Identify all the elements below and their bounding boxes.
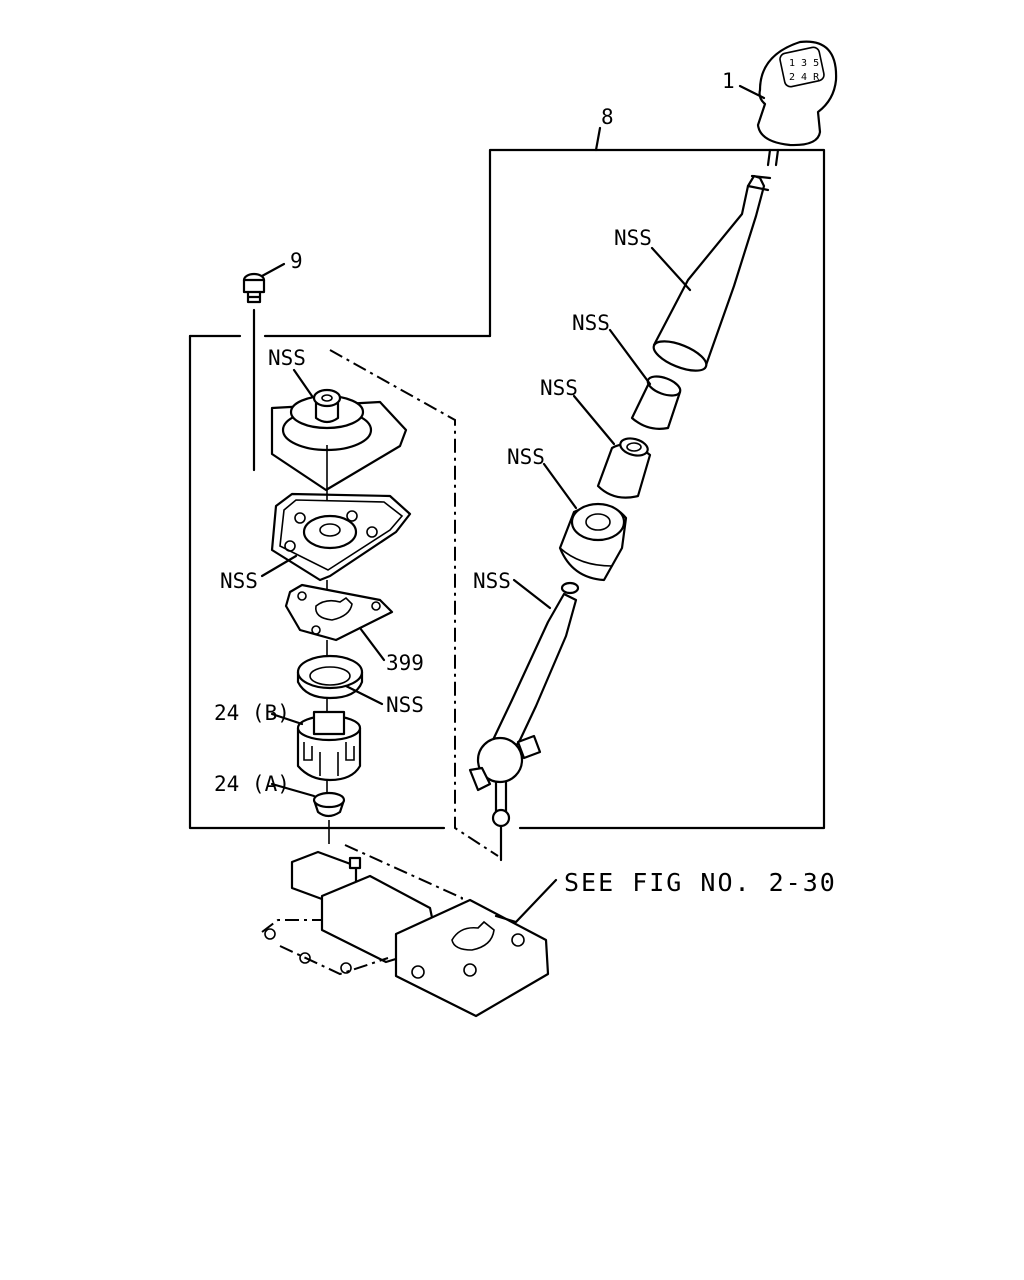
bushing-middle: [596, 437, 652, 499]
shift-boot: [270, 388, 408, 492]
lower-housing: [261, 850, 550, 1018]
label-part-24a: 24 (A): [214, 772, 290, 796]
shift-lever-lower: [468, 581, 580, 862]
gasket: [270, 472, 412, 582]
label-bushing-3: NSS: [507, 445, 545, 469]
assembly-outline: [188, 148, 826, 830]
label-knob: 1: [722, 69, 735, 93]
label-lever-lower: NSS: [473, 569, 511, 593]
label-lever-upper: NSS: [614, 226, 652, 250]
bushing-lower: [558, 502, 628, 582]
part-24a: [312, 780, 346, 844]
label-assembly: 8: [601, 105, 614, 129]
svg-text:2 4 R: 2 4 R: [789, 72, 820, 83]
leader-lines: [260, 84, 766, 924]
label-boot: NSS: [268, 346, 306, 370]
bolt: [242, 272, 266, 472]
gear-knob: 1 3 5 2 4 R: [756, 40, 838, 167]
shift-lever-upper: [652, 174, 772, 372]
label-bushing-2: NSS: [540, 376, 578, 400]
bushing-upper: [630, 375, 682, 430]
label-bolt: 9: [290, 249, 303, 273]
seal: [296, 640, 364, 700]
plate: [284, 580, 394, 642]
see-fig-reference: SEE FIG NO. 2-30: [564, 868, 837, 897]
part-24b: [296, 698, 362, 782]
label-seal: NSS: [386, 693, 424, 717]
label-part-24b: 24 (B): [214, 701, 290, 725]
label-plate: 399: [386, 651, 424, 675]
label-bushing-1: NSS: [572, 311, 610, 335]
svg-text:1 3 5: 1 3 5: [789, 58, 819, 69]
label-gasket: NSS: [220, 569, 258, 593]
